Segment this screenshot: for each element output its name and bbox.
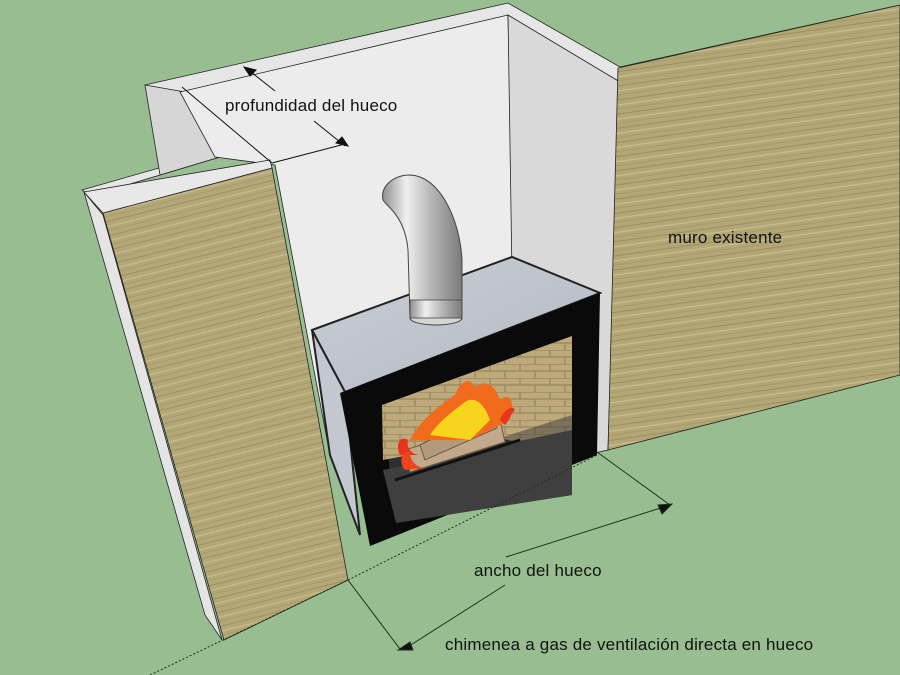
fire-flame-icon bbox=[397, 381, 515, 470]
width-dimension bbox=[347, 451, 674, 651]
existing-wall-right bbox=[607, 4, 900, 451]
depth-dimension bbox=[181, 66, 350, 164]
width-label: ancho del hueco bbox=[474, 561, 602, 580]
existing-wall-label: muro existente bbox=[668, 228, 783, 247]
flue-pipe bbox=[382, 174, 463, 326]
stove-side bbox=[311, 329, 361, 536]
firebox-floor bbox=[383, 430, 572, 523]
depth-label: profundidad del hueco bbox=[225, 96, 398, 115]
caption-label: chimenea a gas de ventilación directa en… bbox=[445, 635, 814, 654]
left-wall-top bbox=[83, 159, 273, 214]
